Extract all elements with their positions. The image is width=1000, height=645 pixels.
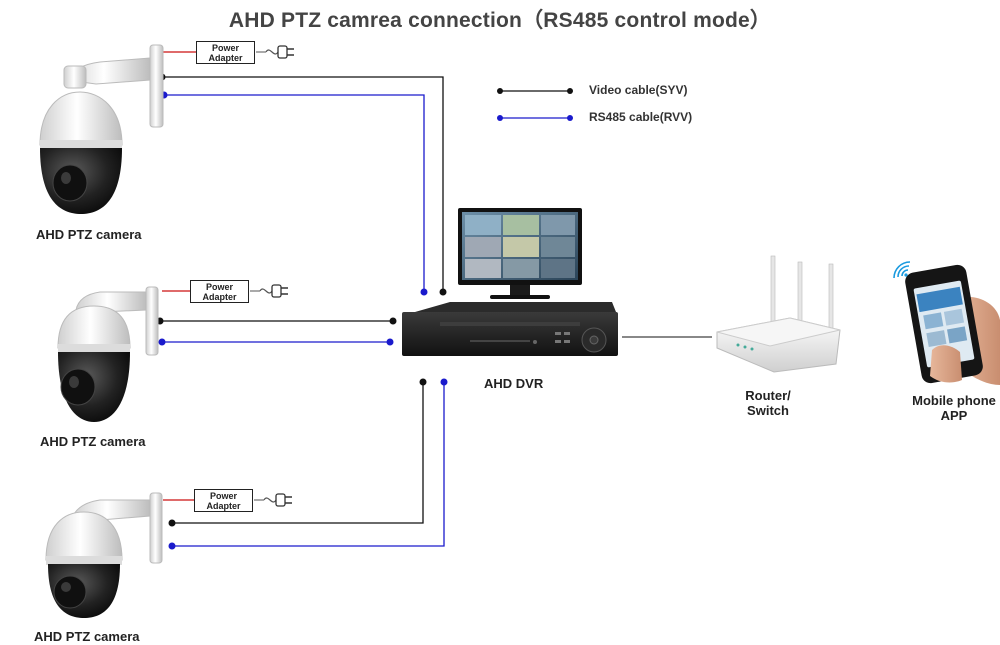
- power-adapter-box: Power Adapter: [190, 280, 249, 303]
- router-label: Router/ Switch: [728, 388, 808, 418]
- plug-icon: [259, 284, 288, 298]
- phone-label-line: APP: [940, 408, 968, 423]
- power-adapter-box: Power Adapter: [194, 489, 253, 512]
- cable-rs485-camera-1: [164, 94, 425, 292]
- dvr-icon: [402, 302, 618, 356]
- ptz-camera-icon: [57, 286, 159, 422]
- power-adapter-box: Power Adapter: [196, 41, 255, 64]
- router-label-line: Switch: [747, 403, 789, 418]
- camera-2-label: AHD PTZ camera: [40, 434, 146, 449]
- plug-icon: [265, 45, 294, 59]
- router-icon: [716, 255, 841, 373]
- plug-icon: [263, 493, 292, 507]
- power-adapter-label: Adapter: [202, 292, 237, 302]
- monitor-icon: [458, 208, 582, 299]
- camera-1-label: AHD PTZ camera: [36, 227, 142, 242]
- power-adapter-label: Adapter: [206, 501, 241, 511]
- cable-video-camera-3: [172, 382, 424, 524]
- wifi-icon: [893, 261, 911, 279]
- legend-video-label: Video cable(SYV): [589, 83, 688, 97]
- cable-rs485-camera-3: [172, 382, 445, 547]
- legend-rs485-label: RS485 cable(RVV): [589, 110, 693, 124]
- mobile-phone-icon: [905, 264, 1000, 385]
- phone-label: Mobile phone APP: [906, 393, 1000, 423]
- legend-video-line: [497, 88, 573, 94]
- phone-label-line: Mobile phone: [912, 393, 996, 408]
- ptz-camera-icon: [39, 44, 164, 214]
- cable-connectors: [156, 73, 448, 550]
- cable-video-camera-1: [162, 76, 444, 292]
- ptz-camera-icon: [45, 492, 163, 618]
- diagram-title: AHD PTZ camrea connection（RS485 control …: [228, 9, 772, 32]
- router-label-line: Router/: [745, 388, 791, 403]
- legend-rs485-line: [497, 115, 573, 121]
- power-adapter-label: Power: [209, 491, 237, 501]
- dvr-label: AHD DVR: [484, 376, 544, 391]
- power-adapter-label: Adapter: [208, 53, 243, 63]
- power-adapter-label: Power: [211, 43, 239, 53]
- power-adapter-label: Power: [205, 282, 233, 292]
- camera-3-label: AHD PTZ camera: [34, 629, 140, 644]
